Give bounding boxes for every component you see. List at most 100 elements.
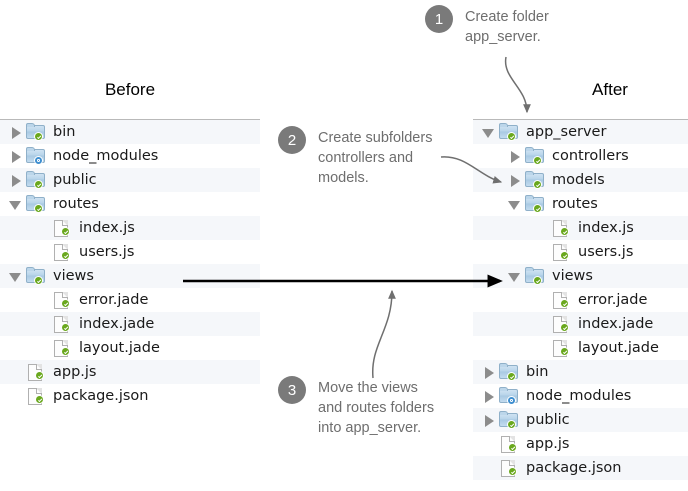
chevron-down-icon[interactable] (9, 271, 21, 282)
tree-row-content: app_server (473, 123, 607, 141)
tree-row-content: error.jade (473, 292, 647, 309)
tree-row-content: users.js (473, 244, 633, 261)
chevron-down-icon[interactable] (482, 127, 494, 138)
chevron-right-icon[interactable] (10, 174, 21, 187)
tree-row-after-app.js[interactable]: app.js (473, 432, 688, 456)
folder-icon (525, 147, 545, 165)
tree-item-label: routes (53, 195, 99, 212)
file-icon (52, 340, 72, 357)
tree-item-label: package.json (526, 459, 622, 476)
file-icon (551, 316, 571, 333)
tree-row-after-layout.jade[interactable]: layout.jade (473, 336, 688, 360)
tree-row-before-index.jade[interactable]: index.jade (0, 312, 260, 336)
tree-item-label: node_modules (526, 387, 632, 404)
twisty-spacer (535, 295, 546, 306)
tree-row-after-app_server[interactable]: app_server (473, 120, 688, 144)
tree-row-content: models (473, 171, 605, 189)
tree-row-before-app.js[interactable]: app.js (0, 360, 260, 384)
twisty-spacer (36, 343, 47, 354)
tree-row-after-users.js[interactable]: users.js (473, 240, 688, 264)
chevron-down-icon[interactable] (9, 199, 21, 210)
file-icon (499, 460, 519, 477)
chevron-down-icon[interactable] (508, 271, 520, 282)
tree-item-label: views (53, 267, 94, 284)
file-icon (551, 340, 571, 357)
chevron-right-icon[interactable] (10, 150, 21, 163)
tree-row-before-public[interactable]: public (0, 168, 260, 192)
tree-row-after-index.js[interactable]: index.js (473, 216, 688, 240)
vcs-ok-badge-icon (34, 204, 43, 213)
step-number-badge: 1 (425, 5, 453, 33)
tree-row-after-package.json[interactable]: package.json (473, 456, 688, 480)
tree-row-content: package.json (473, 459, 622, 477)
tree-row-after-error.jade[interactable]: error.jade (473, 288, 688, 312)
tree-row-after-node_modules[interactable]: node_modules (473, 384, 688, 408)
vcs-ok-badge-icon (61, 251, 70, 260)
twisty-spacer (535, 247, 546, 258)
file-icon (551, 244, 571, 261)
tree-row-before-node_modules[interactable]: node_modules (0, 144, 260, 168)
tree-row-before-routes[interactable]: routes (0, 192, 260, 216)
callout-text: Create subfolders controllers and models… (318, 130, 433, 186)
tree-row-before-users.js[interactable]: users.js (0, 240, 260, 264)
chevron-right-icon[interactable] (483, 390, 494, 403)
tree-row-after-public[interactable]: public (473, 408, 688, 432)
tree-item-label: index.js (578, 219, 634, 236)
vcs-ok-badge-icon (35, 371, 44, 380)
step-number-badge: 3 (278, 376, 306, 404)
file-icon (551, 220, 571, 237)
twisty-spacer (10, 391, 21, 402)
tree-row-content: node_modules (0, 147, 159, 165)
tree-item-label: node_modules (53, 147, 159, 164)
vcs-ok-badge-icon (35, 395, 44, 404)
tree-row-content: index.jade (0, 316, 154, 333)
file-icon (551, 292, 571, 309)
chevron-right-icon[interactable] (483, 366, 494, 379)
folder-icon (499, 363, 519, 381)
tree-row-before-package.json[interactable]: package.json (0, 384, 260, 408)
file-icon (26, 388, 46, 405)
vcs-ok-badge-icon (560, 299, 569, 308)
tree-row-after-views[interactable]: views (473, 264, 688, 288)
tree-row-after-routes[interactable]: routes (473, 192, 688, 216)
tree-item-label: layout.jade (578, 339, 659, 356)
twisty-spacer (483, 439, 494, 450)
twisty-spacer (36, 319, 47, 330)
tree-row-before-layout.jade[interactable]: layout.jade (0, 336, 260, 360)
tree-row-content: bin (0, 123, 75, 141)
tree-row-after-bin[interactable]: bin (473, 360, 688, 384)
tree-row-before-bin[interactable]: bin (0, 120, 260, 144)
chevron-right-icon[interactable] (483, 414, 494, 427)
file-icon (52, 244, 72, 261)
tree-row-before-views[interactable]: views (0, 264, 260, 288)
tree-item-label: layout.jade (79, 339, 160, 356)
tree-row-after-controllers[interactable]: controllers (473, 144, 688, 168)
file-icon (26, 364, 46, 381)
vcs-ok-badge-icon (61, 323, 70, 332)
tree-row-after-models[interactable]: models (473, 168, 688, 192)
vcs-ok-badge-icon (507, 372, 516, 381)
tree-item-label: app_server (526, 123, 607, 140)
tree-item-label: public (526, 411, 570, 428)
tree-item-label: error.jade (79, 291, 149, 308)
chevron-right-icon[interactable] (509, 150, 520, 163)
vcs-ok-badge-icon (560, 347, 569, 356)
chevron-right-icon[interactable] (509, 174, 520, 187)
tree-row-after-index.jade[interactable]: index.jade (473, 312, 688, 336)
vcs-ok-badge-icon (507, 132, 516, 141)
chevron-down-icon[interactable] (508, 199, 520, 210)
folder-icon (26, 123, 46, 141)
tree-row-before-index.js[interactable]: index.js (0, 216, 260, 240)
arrow-step-3 (372, 289, 396, 379)
vcs-ok-badge-icon (560, 251, 569, 260)
tree-row-content: bin (473, 363, 548, 381)
chevron-right-icon[interactable] (10, 126, 21, 139)
tree-row-content: app.js (473, 436, 570, 453)
vcs-ok-badge-icon (61, 227, 70, 236)
vcs-ok-badge-icon (34, 132, 43, 141)
vcs-ok-badge-icon (61, 299, 70, 308)
tree-row-before-error.jade[interactable]: error.jade (0, 288, 260, 312)
vcs-ok-badge-icon (533, 276, 542, 285)
tree-row-content: views (473, 267, 593, 285)
